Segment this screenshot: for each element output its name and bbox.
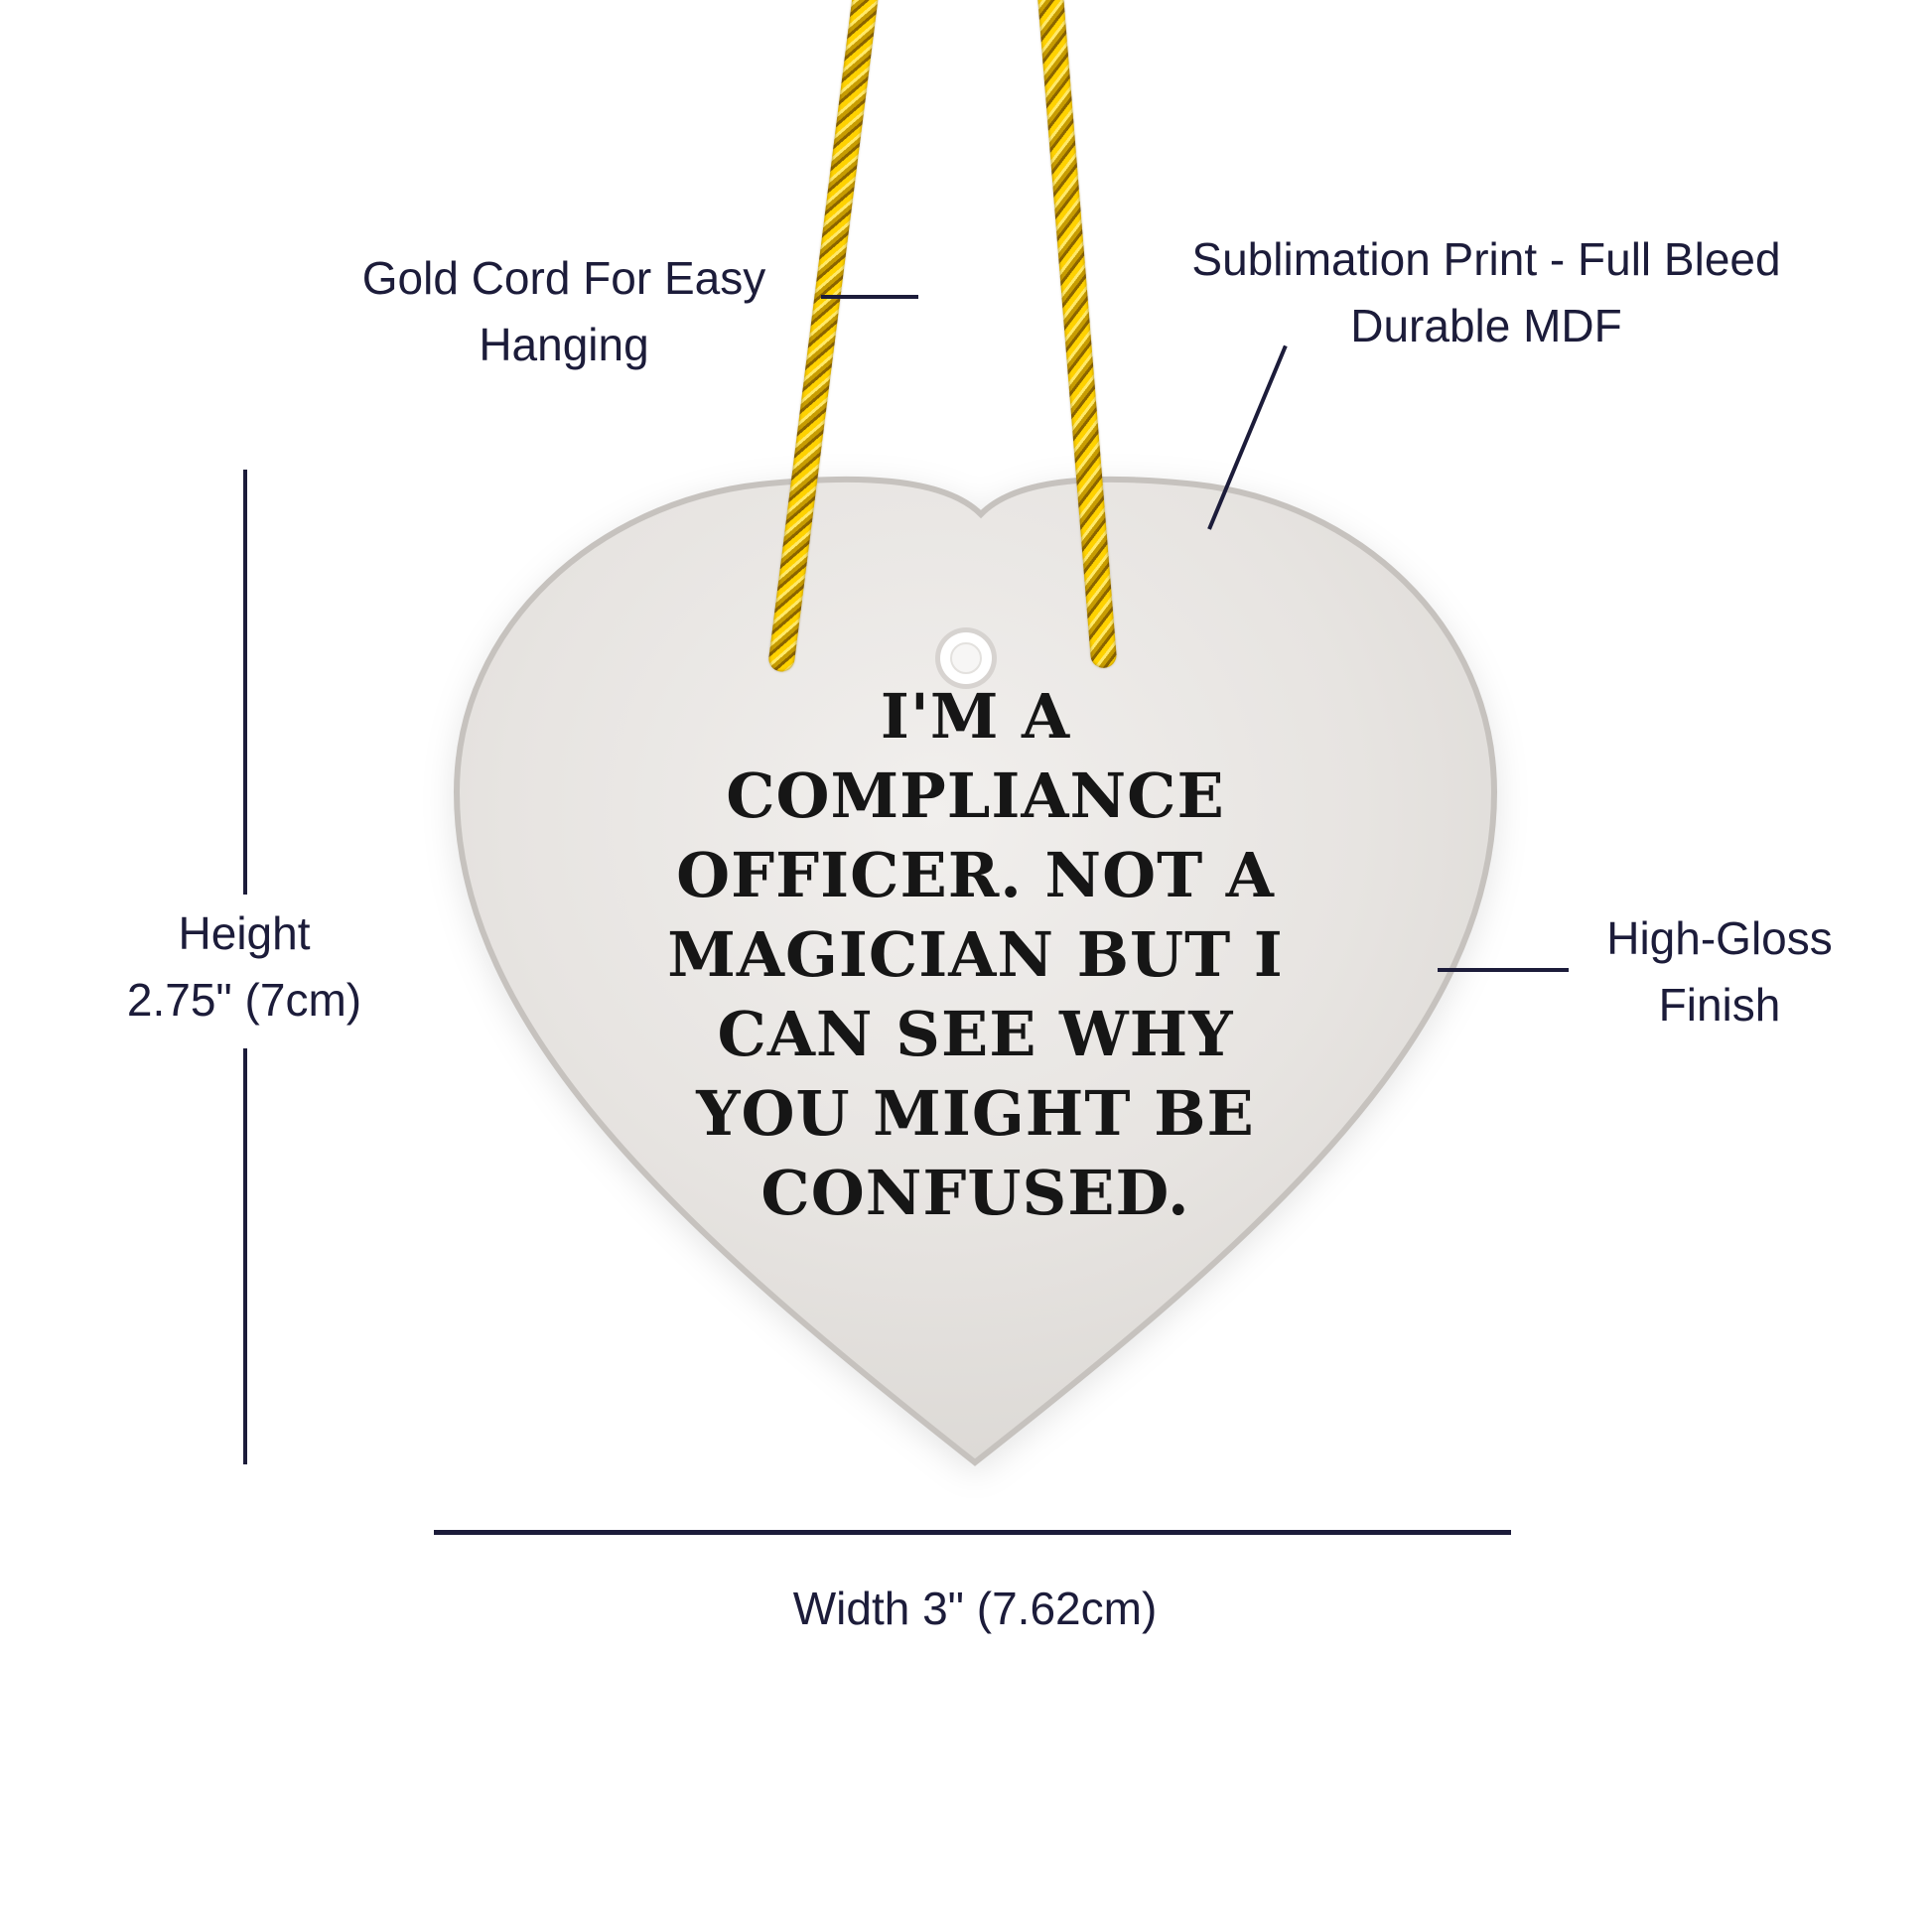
heart-ornament <box>453 476 1498 1466</box>
gold-cord-callout-line <box>821 295 918 299</box>
quote-line: COMPLIANCE <box>726 759 1225 832</box>
quote-line: YOU MIGHT BE <box>696 1077 1255 1150</box>
height-dimension-line-upper <box>243 470 247 895</box>
sublimation-print-callout-line1: Sublimation Print - Full Bleed <box>1191 233 1781 285</box>
gold-cord-callout-line1: Gold Cord For Easy <box>361 252 766 304</box>
sublimation-print-callout-label: Sublimation Print - Full Bleed Durable M… <box>1119 226 1854 359</box>
ornament-quote: I'M A COMPLIANCE OFFICER. NOT A MAGICIAN… <box>442 677 1509 1233</box>
high-gloss-callout-label: High-Gloss Finish <box>1521 905 1918 1038</box>
quote-line: CAN SEE WHY <box>717 998 1234 1070</box>
width-dimension-label: Width 3" (7.62cm) <box>792 1583 1158 1634</box>
quote-line: MAGICIAN BUT I <box>667 918 1284 991</box>
gold-cord-callout-line2: Hanging <box>479 319 649 370</box>
quote-line: OFFICER. NOT A <box>676 839 1275 911</box>
high-gloss-callout-line2: Finish <box>1658 979 1781 1031</box>
quote-line: CONFUSED. <box>760 1157 1190 1229</box>
height-dimension-line1: Height <box>178 907 311 959</box>
height-dimension-line2: 2.75" (7cm) <box>126 974 362 1026</box>
hanging-hole <box>935 627 997 689</box>
sublimation-print-callout-line2: Durable MDF <box>1350 300 1622 351</box>
high-gloss-callout-line1: High-Gloss <box>1606 912 1833 964</box>
height-dimension-label: Height 2.75" (7cm) <box>46 900 443 1034</box>
heart-shape <box>453 476 1498 1466</box>
width-dimension-line <box>434 1530 1511 1535</box>
high-gloss-callout-line <box>1438 968 1569 972</box>
gold-cord-callout-label: Gold Cord For Easy Hanging <box>266 245 862 378</box>
height-dimension-line-lower <box>243 1048 247 1464</box>
quote-line: I'M A <box>880 680 1071 753</box>
